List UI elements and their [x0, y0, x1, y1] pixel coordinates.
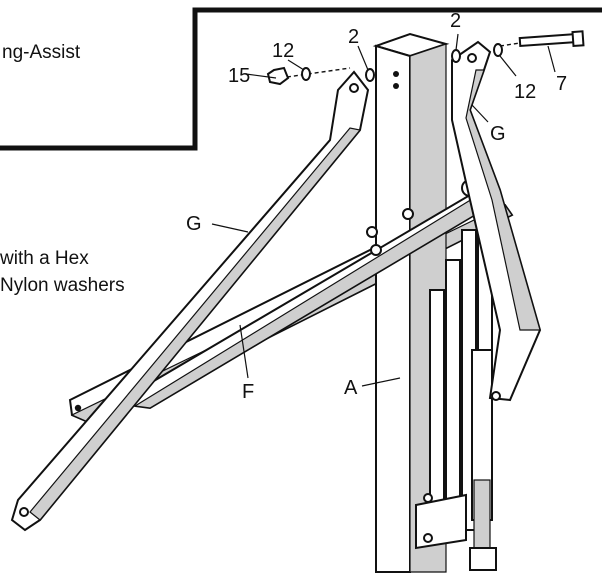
label-2-left: 2	[348, 26, 359, 48]
instruction-line-2: Nylon washers	[0, 275, 125, 296]
callout-box: ng-Assist	[0, 7, 602, 151]
right-hardware	[451, 43, 503, 63]
label-2-right: 2	[450, 10, 461, 32]
label-12-right: 12	[514, 81, 536, 103]
foot-bracket	[415, 493, 467, 550]
label-g-right: G	[490, 123, 506, 145]
label-7: 7	[556, 73, 567, 95]
label-15: 15	[228, 65, 250, 87]
leader-lines	[211, 33, 556, 387]
bolt-7	[499, 30, 585, 48]
arm-g-right	[451, 40, 542, 402]
arm-g-left	[10, 70, 370, 532]
instruction-text: with a Hex Nylon washers	[0, 248, 125, 296]
label-f: F	[242, 381, 254, 403]
callout-text: ng-Assist	[2, 42, 81, 63]
left-hardware	[266, 66, 375, 86]
instruction-line-1: with a Hex	[0, 248, 89, 269]
label-12-left: 12	[272, 40, 294, 62]
label-a: A	[344, 377, 358, 399]
label-g-left: G	[186, 213, 202, 235]
